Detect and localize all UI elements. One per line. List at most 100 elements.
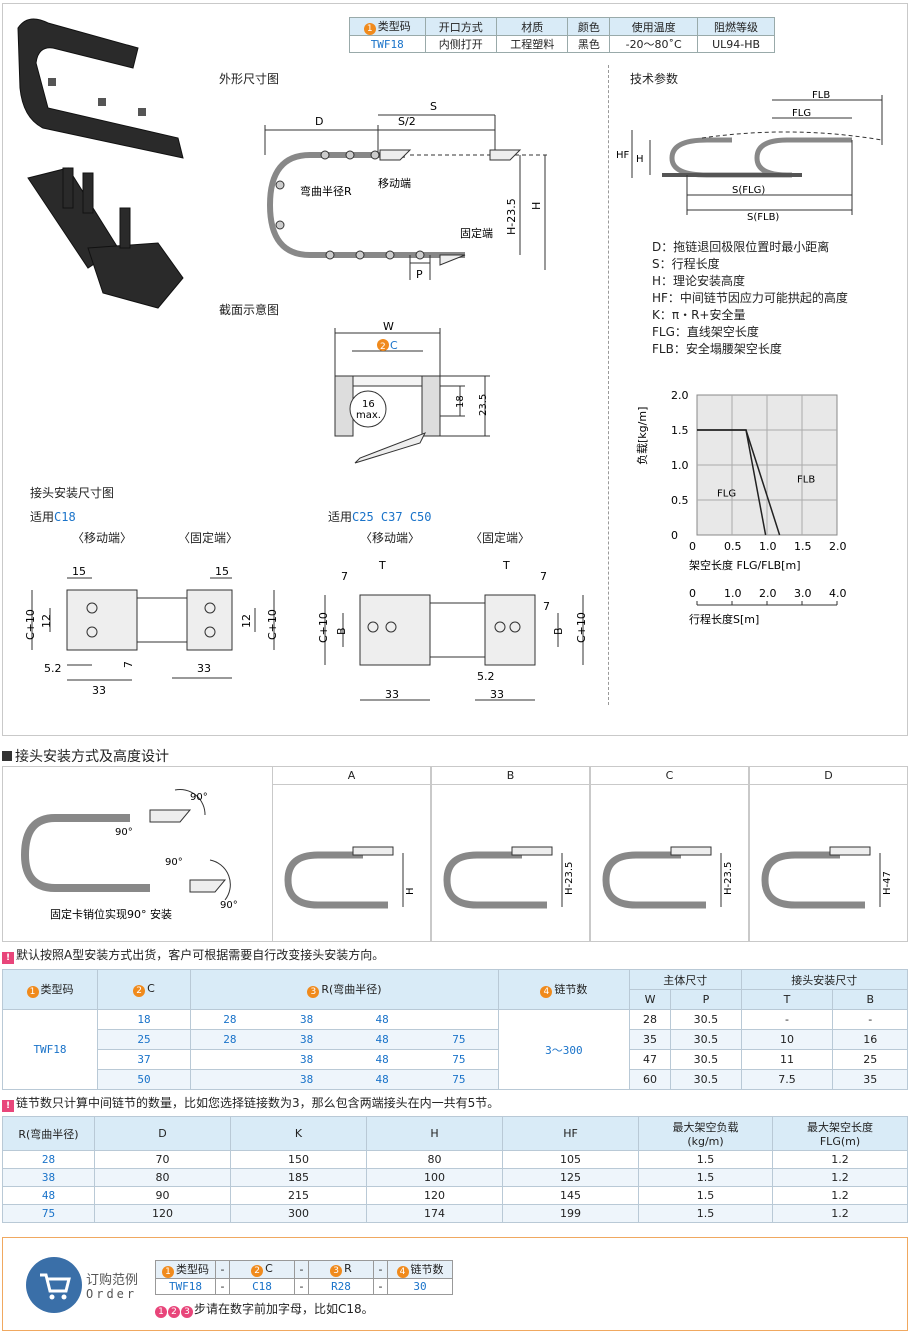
- badge-1: 1: [363, 23, 376, 35]
- x2-axis-label: 行程长度S[m]: [689, 612, 759, 626]
- dim-52-r: 5.2: [477, 670, 495, 683]
- note-2: !链节数只计算中间链节的数量，比如您选择链接数为3，那么包含两端接头在内一共有5…: [2, 1094, 499, 1112]
- spec-cell: 黑色: [567, 35, 611, 53]
- cell-r: 48: [344, 1029, 420, 1050]
- bend-radius-label: 弯曲半径R: [300, 184, 352, 198]
- r-cell: 1.2: [772, 1150, 908, 1169]
- y-tick-label: 2.0: [671, 389, 689, 402]
- joint-right-fixed: 〈固定端〉: [470, 531, 531, 545]
- th-B: B: [832, 989, 908, 1010]
- dim-P: P: [416, 268, 423, 281]
- install-height-label: H-23.5: [723, 862, 734, 895]
- rth-R: R(弯曲半径): [2, 1116, 95, 1151]
- dim-H: H: [530, 202, 543, 210]
- cell-t: 7.5: [740, 1069, 834, 1090]
- dim-Ba: B: [335, 627, 348, 635]
- cell-r: 48: [344, 1009, 420, 1030]
- cart-icon: [26, 1257, 82, 1313]
- dim-c10a-r: C+10: [317, 612, 330, 643]
- install-title: 接头安装方式及高度设计: [2, 746, 169, 766]
- top-section: [2, 3, 908, 736]
- product-photo: [17, 18, 184, 309]
- dim-T2: T: [502, 559, 510, 572]
- dim-D: D: [315, 115, 323, 128]
- cell-c: 50: [97, 1069, 191, 1090]
- cell-w: 28: [628, 1009, 672, 1030]
- cell-r: 48: [344, 1049, 420, 1070]
- label-FLB: FLB: [812, 90, 830, 101]
- x-tick-label: 0.5: [724, 540, 742, 553]
- dim-c10b: C+10: [266, 609, 279, 640]
- x-tick-label: 1.5: [794, 540, 812, 553]
- cell-p: 30.5: [670, 1009, 742, 1030]
- r-cell: 120: [94, 1204, 231, 1223]
- tech-param: H：理论安装高度: [652, 274, 746, 288]
- dim-15a: 15: [72, 565, 86, 578]
- joint-title: 接头安装尺寸图: [30, 486, 115, 500]
- joint-right-move: 〈移动端〉: [360, 531, 421, 545]
- install-caption: 固定卡销位实现90° 安装: [50, 907, 172, 921]
- dim-S2: S/2: [398, 115, 416, 128]
- cell-w: 47: [628, 1049, 672, 1070]
- r-cell: 1.2: [772, 1168, 908, 1187]
- cell-r: 75: [419, 1049, 499, 1070]
- cell-w: 35: [628, 1029, 672, 1050]
- spec-cell: 内侧打开: [424, 35, 497, 53]
- r-cell: 1.5: [638, 1168, 773, 1187]
- outline-drawing: D S/2 S 弯曲半径R 移动端 固定端 H-23.5 H P: [264, 100, 550, 281]
- dim-W: W: [383, 320, 394, 333]
- install-col-header: D: [750, 767, 907, 785]
- badge-2: [377, 339, 389, 351]
- th-T: T: [740, 989, 834, 1010]
- joint-right-title: 适用C25 C37 C50: [328, 510, 432, 524]
- r-cell: 1.5: [638, 1150, 773, 1169]
- cell-p: 30.5: [670, 1029, 742, 1050]
- series-label-flb: FLB: [797, 475, 815, 486]
- r-cell: 1.5: [638, 1204, 773, 1223]
- cell-t: 11: [740, 1049, 834, 1070]
- x-tick-label: 1.0: [759, 540, 777, 553]
- note-1: !默认按照A型安装方式出货，客户可根据需要自行改变接头安装方向。: [2, 946, 384, 964]
- cell-p: 30.5: [670, 1049, 742, 1070]
- label-SFLB: S(FLB): [747, 212, 779, 223]
- dim-52: 5.2: [44, 662, 62, 675]
- tech-param-list: D：拖链退回极限位置时最小距离 S：行程长度 H：理论安装高度 HF：中间链节因…: [652, 239, 848, 358]
- order-v-links: 30: [387, 1278, 453, 1295]
- label-FLG: FLG: [792, 108, 811, 119]
- cross-title: 截面示意图: [219, 303, 280, 317]
- x-tick-label: 0: [689, 540, 696, 553]
- cell-p: 30.5: [670, 1069, 742, 1090]
- cell-r: 38: [268, 1069, 345, 1090]
- tech-param: K：π・R+安全量: [652, 308, 746, 322]
- order-label: 订购范例: [86, 1273, 139, 1288]
- r-cell: 75: [2, 1204, 95, 1223]
- x2-tick-label: 0: [689, 587, 696, 600]
- dim-H235: H-23.5: [505, 198, 518, 235]
- spec-header: 使用温度: [609, 17, 699, 36]
- cell-r: [190, 1069, 269, 1090]
- dim-12b: 12: [240, 614, 253, 628]
- y-tick-label: 0: [671, 529, 678, 542]
- label-SFLG: S(FLG): [732, 185, 765, 196]
- joint-left-fixed: 〈固定端〉: [178, 531, 239, 545]
- dim-18: 18: [455, 395, 466, 408]
- cell-b: 35: [832, 1069, 908, 1090]
- rth-H: H: [366, 1116, 503, 1151]
- r-cell: 1.2: [772, 1204, 908, 1223]
- r-cell: 174: [366, 1204, 503, 1223]
- series-line-flb: [697, 429, 781, 536]
- x2-tick-label: 3.0: [794, 587, 812, 600]
- dim-c10a: C+10: [24, 609, 37, 640]
- install-col-header: C: [591, 767, 748, 785]
